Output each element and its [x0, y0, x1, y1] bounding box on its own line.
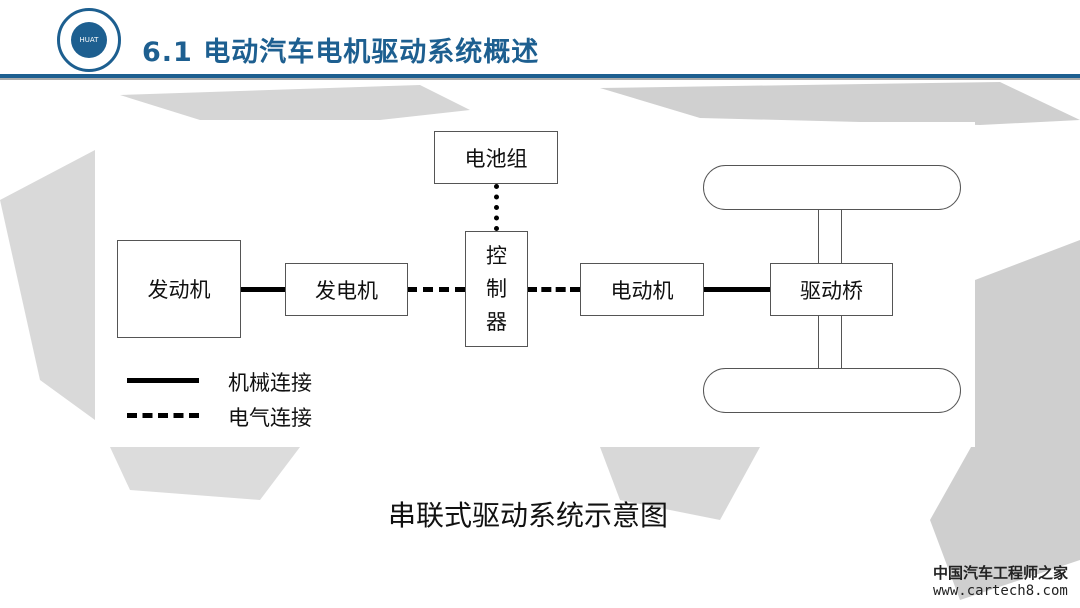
header-divider — [0, 74, 1080, 78]
controller-motor-electrical-link — [527, 287, 580, 292]
watermark-name: 中国汽车工程师之家 — [932, 564, 1068, 582]
battery-pack-box: 电池组 — [434, 131, 558, 184]
page-title: 6.1 电动汽车电机驱动系统概述 — [142, 37, 540, 68]
university-logo: HUAT — [57, 8, 121, 72]
front-wheel — [703, 165, 961, 210]
controller-box: 控 制 器 — [465, 231, 528, 347]
battery-controller-electrical-link — [494, 184, 499, 231]
legend-electrical-label: 电气连接 — [228, 406, 312, 430]
watermark-url: www.cartech8.com — [932, 583, 1068, 599]
engine-box: 发动机 — [117, 240, 241, 338]
drive-axle-box: 驱动桥 — [770, 263, 893, 316]
watermark: 中国汽车工程师之家 www.cartech8.com — [933, 562, 1068, 599]
engine-generator-mechanical-link — [240, 287, 285, 292]
rear-wheel — [703, 368, 961, 413]
legend-mechanical-label: 机械连接 — [228, 371, 312, 395]
legend-solid-line — [127, 378, 199, 383]
generator-box: 发电机 — [285, 263, 408, 316]
generator-controller-electrical-link — [407, 287, 465, 292]
motor-axle-mechanical-link — [703, 287, 770, 292]
motor-box: 电动机 — [580, 263, 704, 316]
legend-dashed-line — [127, 413, 199, 418]
header-divider-shadow — [0, 78, 1080, 80]
diagram-caption: 串联式驱动系统示意图 — [387, 499, 668, 532]
